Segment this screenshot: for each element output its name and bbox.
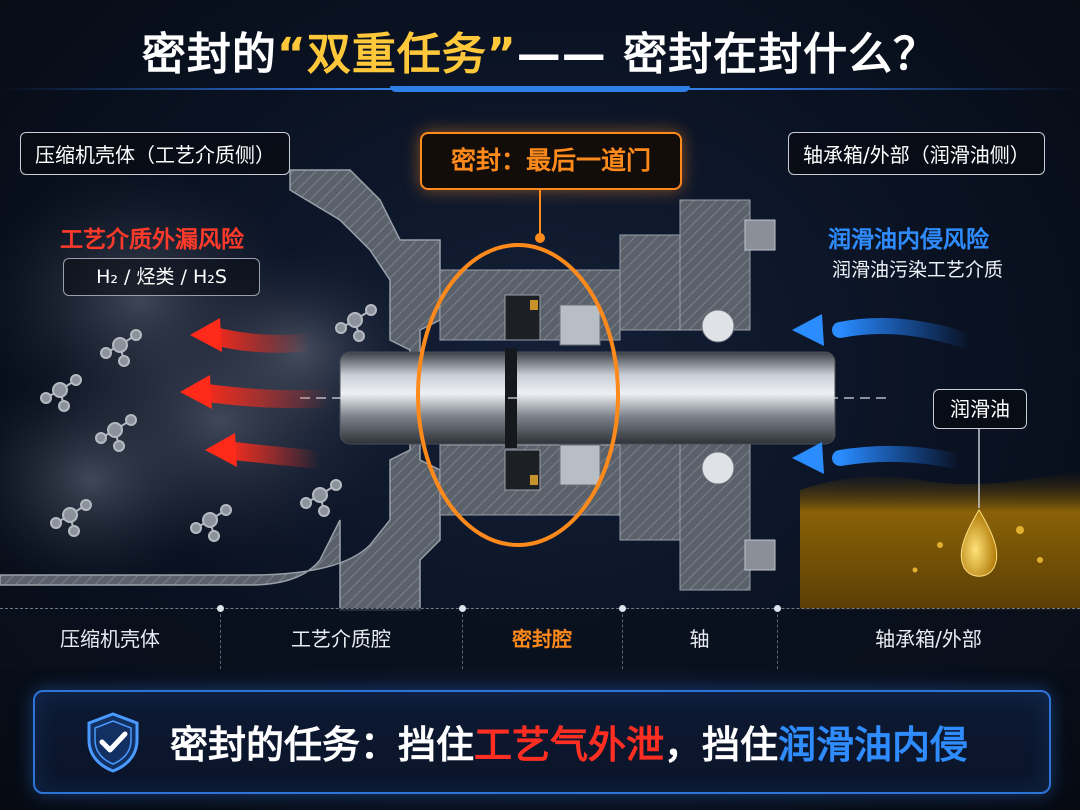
zone-divider (220, 609, 221, 669)
mission-prefix: 密封的任务：挡住 (170, 723, 475, 767)
zone-divider (777, 609, 778, 669)
title-suffix: —— 密封在封什么？ (516, 29, 939, 80)
gas-types-label: H₂ / 烃类 / H₂S (63, 258, 260, 296)
mission-panel: 密封的任务：挡住工艺气外泄，挡住润滑油内侵 (33, 690, 1051, 794)
leak-arrows (180, 318, 339, 469)
zone-dot (619, 605, 626, 612)
zone-divider (462, 609, 463, 669)
zone-divider (622, 609, 623, 669)
zone-bearing-housing: 轴承箱/外部 (875, 627, 982, 651)
compressor-housing (0, 169, 441, 611)
oil-risk-subtitle: 润滑油污染工艺介质 (832, 259, 1004, 281)
title-highlight: “双重任务” (276, 29, 517, 80)
shaft (300, 348, 890, 448)
mission-oil: 润滑油内侵 (778, 723, 969, 767)
seal-callout-label: 密封：最后一道门 (420, 132, 682, 190)
bearing-housing (619, 199, 776, 591)
mission-statement: 密封的任务：挡住工艺气外泄，挡住润滑油内侵 (170, 714, 968, 769)
zone-dot (774, 605, 781, 612)
zone-shaft: 轴 (689, 627, 710, 651)
mission-middle: ，挡住 (664, 723, 779, 767)
oil-pool (800, 470, 1080, 610)
zone-dot (459, 605, 466, 612)
oil-ingress-arrows (792, 314, 978, 474)
molecule-icons (40, 304, 377, 542)
oil-drop-icon (912, 428, 1043, 577)
right-housing-label: 轴承箱/外部（润滑油侧） (788, 132, 1045, 175)
title-prefix: 密封的 (141, 29, 277, 80)
zone-compressor-housing: 压缩机壳体 (60, 627, 160, 651)
leak-risk-title: 工艺介质外漏风险 (60, 227, 244, 253)
seal-assembly (439, 269, 621, 516)
zone-seal-cavity: 密封腔 (512, 627, 572, 651)
zone-bar: 压缩机壳体 工艺介质腔 密封腔 轴 轴承箱/外部 (0, 605, 1080, 669)
mission-leak: 工艺气外泄 (474, 723, 665, 767)
oil-label: 润滑油 (933, 389, 1027, 429)
title-accent-tab (390, 86, 690, 92)
zone-dot (217, 605, 224, 612)
shield-check-icon (87, 712, 139, 773)
zone-process-cavity: 工艺介质腔 (291, 627, 391, 651)
page-title: 密封的“双重任务”—— 密封在封什么？ (0, 18, 1080, 82)
oil-risk-title: 润滑油内侵风险 (828, 227, 989, 253)
left-housing-label: 压缩机壳体（工艺介质侧） (20, 132, 290, 175)
seal-highlight-ring (416, 243, 620, 547)
